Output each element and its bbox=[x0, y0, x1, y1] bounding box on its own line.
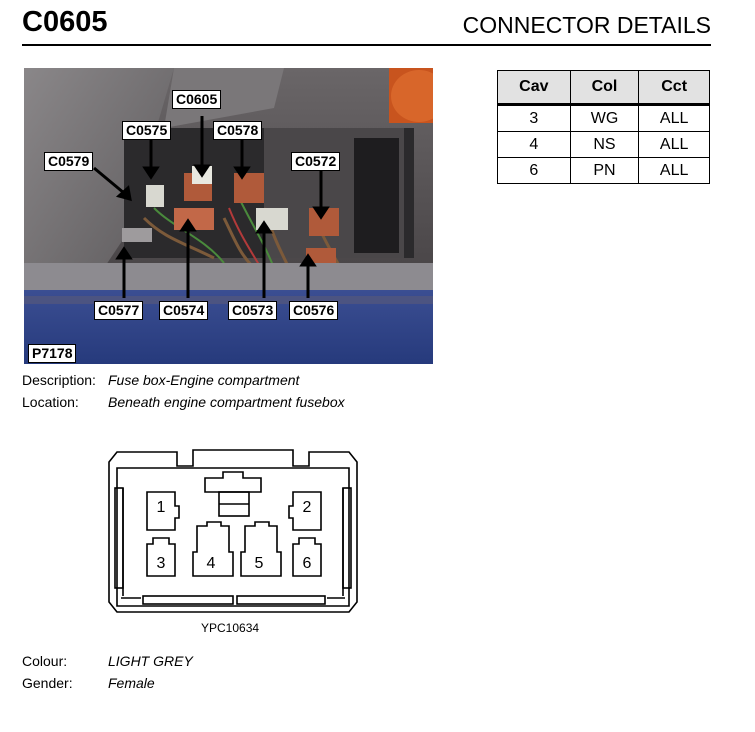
location-photo: C0605 C0575 C0578 C0579 C0572 C0577 C057… bbox=[24, 68, 433, 364]
table-row: 6 PN ALL bbox=[497, 157, 710, 184]
table-row: 3 WG ALL bbox=[497, 104, 710, 132]
colour-label: Colour: bbox=[22, 653, 68, 669]
connector-face-diagram: 1 2 3 4 5 6 bbox=[108, 449, 358, 613]
table-cell: 4 bbox=[497, 131, 571, 158]
location-label: Location: bbox=[22, 394, 79, 410]
column-header: Cct bbox=[638, 70, 710, 106]
cavity-outlines bbox=[146, 491, 322, 577]
callout-c0576: C0576 bbox=[289, 301, 339, 320]
circuit-table: Cav Col Cct 3 WG ALL 4 NS ALL 6 PN ALL bbox=[497, 70, 710, 184]
header-divider bbox=[22, 44, 711, 46]
callout-c0577: C0577 bbox=[94, 301, 144, 320]
diagram-part-number: YPC10634 bbox=[201, 621, 260, 635]
connector-code: C0605 bbox=[22, 6, 108, 38]
table-cell: ALL bbox=[638, 104, 710, 132]
pin-4-label: 4 bbox=[207, 555, 216, 572]
table-row: 4 NS ALL bbox=[497, 131, 710, 158]
callout-c0579: C0579 bbox=[44, 152, 94, 171]
gender-value: Female bbox=[108, 675, 155, 691]
table-cell: ALL bbox=[638, 131, 710, 158]
table-cell: 3 bbox=[497, 104, 571, 132]
callout-c0605: C0605 bbox=[172, 90, 222, 109]
gender-row: Gender: Female bbox=[22, 674, 155, 692]
pin-3-label: 3 bbox=[157, 555, 166, 572]
table-cell: PN bbox=[569, 157, 640, 184]
location-value: Beneath engine compartment fusebox bbox=[108, 394, 345, 410]
colour-value: LIGHT GREY bbox=[108, 653, 193, 669]
table-header-row: Cav Col Cct bbox=[497, 70, 710, 106]
pin-1-label: 1 bbox=[157, 499, 166, 516]
table-cell: ALL bbox=[638, 157, 710, 184]
pin-5-label: 5 bbox=[255, 555, 264, 572]
table-cell: WG bbox=[569, 104, 640, 132]
description-label: Description: bbox=[22, 372, 96, 388]
description-value: Fuse box-Engine compartment bbox=[108, 372, 300, 388]
column-header: Col bbox=[569, 70, 640, 106]
colour-row: Colour: LIGHT GREY bbox=[22, 652, 193, 670]
description-row: Description: Fuse box-Engine compartment bbox=[22, 371, 299, 389]
callout-c0578: C0578 bbox=[213, 121, 263, 140]
table-cell: 6 bbox=[497, 157, 571, 184]
pin-2-label: 2 bbox=[303, 499, 312, 516]
table-cell: NS bbox=[569, 131, 640, 158]
location-row: Location: Beneath engine compartment fuse… bbox=[22, 393, 345, 411]
pin-6-label: 6 bbox=[303, 555, 312, 572]
page-title: CONNECTOR DETAILS bbox=[462, 12, 711, 38]
callout-c0573: C0573 bbox=[228, 301, 278, 320]
callout-c0574: C0574 bbox=[159, 301, 209, 320]
callout-c0572: C0572 bbox=[291, 152, 341, 171]
callout-c0575: C0575 bbox=[122, 121, 172, 140]
column-header: Cav bbox=[497, 70, 571, 106]
gender-label: Gender: bbox=[22, 675, 73, 691]
photo-reference: P7178 bbox=[28, 344, 77, 363]
